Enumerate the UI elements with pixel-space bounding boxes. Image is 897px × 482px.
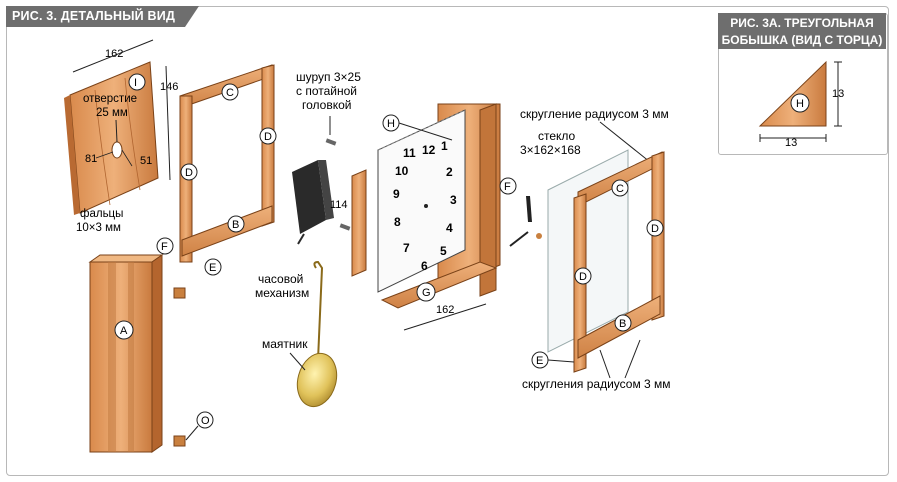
inset-title-line2: БОБЫШКА (ВИД С ТОРЦА) (721, 33, 883, 47)
dial-12: 12 (422, 143, 436, 157)
dial-10: 10 (395, 164, 409, 178)
pendulum-label: маятник (262, 337, 308, 351)
callout-E1-text: E (209, 262, 216, 274)
screw-bottom (339, 223, 351, 231)
glass-label-1: стекло (538, 129, 576, 143)
rabbet-label-2: 10×3 мм (76, 222, 121, 234)
inset-dim-h: 13 (785, 137, 797, 149)
pendulum (296, 260, 338, 408)
callout-D4 (574, 267, 592, 285)
callout-H2 (790, 93, 810, 113)
rounding-top-label: скругление радиусом 3 мм (520, 107, 669, 121)
dial-6: 6 (421, 259, 428, 273)
callout-D3-text: D (651, 223, 659, 235)
callout-D3 (646, 219, 664, 237)
clock-movement (292, 160, 334, 245)
callout-G (416, 282, 436, 302)
dim-146: 146 (160, 81, 178, 93)
callout-F2 (499, 177, 517, 195)
screw-top (325, 138, 337, 146)
callout-H2-text: H (796, 98, 804, 110)
small-rail (351, 169, 367, 277)
callout-F1-text: F (161, 241, 168, 253)
callout-B2 (614, 314, 632, 332)
movement-label-1: часовой (258, 272, 303, 286)
side-panel (88, 254, 186, 453)
hole-label-2: 25 мм (96, 107, 128, 119)
callout-D4-text: D (579, 271, 587, 283)
callout-B2-text: B (619, 318, 626, 330)
hole (111, 141, 123, 159)
dim-81: 81 (85, 153, 97, 165)
clock-hands (509, 196, 542, 247)
figure-title: РИС. 3. ДЕТАЛЬНЫЙ ВИД (6, 6, 200, 27)
callout-F1 (156, 237, 174, 255)
glass-label-2: 3×162×168 (520, 143, 581, 157)
dial-2: 2 (446, 165, 453, 179)
callout-H1-text: H (387, 118, 395, 130)
movement-label-2: механизм (255, 286, 309, 300)
dim-162-top: 162 (105, 48, 123, 60)
callout-D1 (180, 163, 198, 181)
callout-C2 (611, 179, 629, 197)
dim-162-bottom: 162 (436, 304, 454, 316)
callout-I (128, 73, 146, 91)
back-panel (64, 61, 159, 215)
callout-B1 (227, 215, 245, 233)
callout-D2 (259, 127, 277, 145)
dial-7: 7 (403, 241, 410, 255)
callout-A (114, 320, 134, 340)
callout-F2-text: F (504, 181, 511, 193)
glass-pane (547, 149, 629, 353)
dial-8: 8 (394, 215, 401, 229)
dial-3: 3 (450, 193, 457, 207)
callout-O (196, 411, 214, 429)
glue-block-bottom (173, 435, 186, 447)
rabbet-label-1: фальцы (80, 208, 123, 220)
inset-dim-v: 13 (832, 88, 844, 100)
callout-C2-text: C (616, 183, 624, 195)
dial-1: 1 (441, 139, 448, 153)
inset-triangle-block (758, 60, 827, 127)
callout-D2-text: D (264, 131, 272, 143)
dim-51: 51 (140, 155, 152, 167)
screw-label-1: шуруп 3×25 (296, 70, 361, 84)
callout-D1-text: D (185, 167, 193, 179)
glue-block-top (173, 287, 186, 299)
dim-114: 114 (330, 199, 348, 211)
callout-I-text: I (134, 77, 137, 89)
screw-label-3: головкой (302, 98, 351, 112)
hole-label-1: отверстие (83, 93, 137, 105)
dial-11: 11 (403, 146, 416, 160)
callout-B1-text: B (232, 219, 239, 231)
rounding-bottom-label: скругления радиусом 3 мм (522, 377, 671, 391)
dial-9: 9 (393, 187, 400, 201)
callout-C1-text: C (226, 87, 234, 99)
callout-O-text: O (201, 415, 210, 427)
dial-5: 5 (440, 244, 447, 258)
inset-title: РИС. 3А. ТРЕУГОЛЬНАЯ БОБЫШКА (ВИД С ТОРЦ… (718, 13, 886, 49)
screw-label-2: с потайной (296, 84, 357, 98)
callout-E1 (204, 258, 222, 276)
callout-C1 (221, 83, 239, 101)
callout-E2-text: E (536, 355, 543, 367)
callout-A-text: A (120, 325, 128, 337)
dial-4: 4 (446, 221, 453, 235)
clock-dial: 12 1 2 3 4 5 6 7 8 9 10 11 (377, 109, 466, 293)
inset-title-line1: РИС. 3А. ТРЕУГОЛЬНАЯ (730, 16, 874, 30)
callout-G-text: G (422, 287, 431, 299)
